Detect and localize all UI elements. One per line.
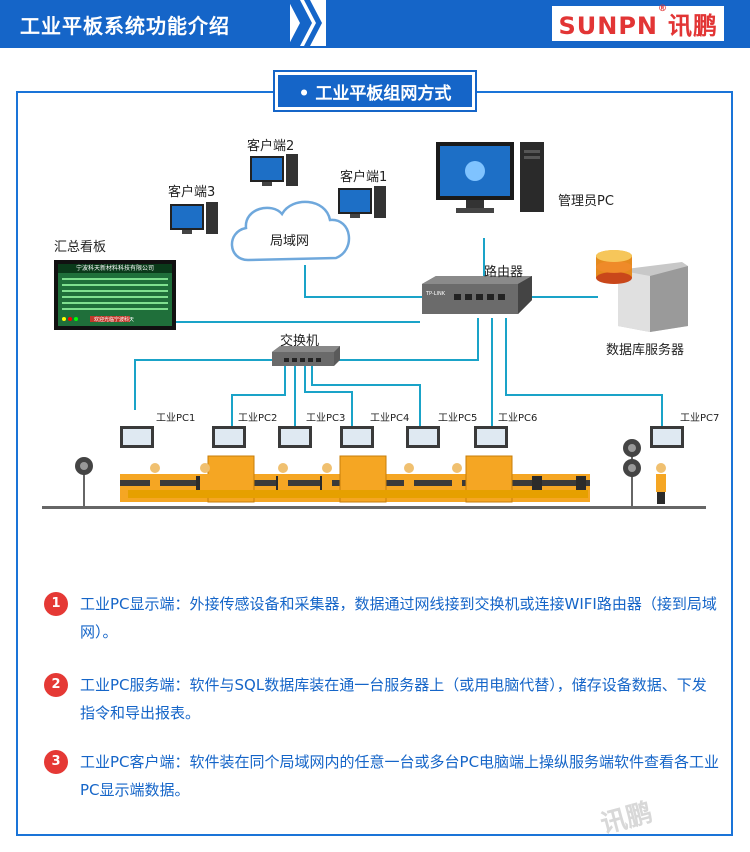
lan-cloud-icon xyxy=(230,200,351,262)
item-number-badge: 2 xyxy=(44,673,68,697)
industrial-pc-icon xyxy=(212,426,246,448)
router-label: 路由器 xyxy=(484,265,524,280)
production-line-icon xyxy=(42,439,706,509)
page-title: 工业平板系统功能介绍 xyxy=(20,14,230,38)
client-1-label: 客户端1 xyxy=(340,170,388,185)
db-server-label: 数据库服务器 xyxy=(606,343,685,358)
kanban-board-icon xyxy=(54,260,176,330)
client-monitor-icon xyxy=(338,186,386,218)
pc-label: 工业PC6 xyxy=(498,413,538,424)
admin-pc-label: 管理员PC xyxy=(558,194,614,209)
header: 工业平板系统功能介绍 SUNPN®讯鹏 xyxy=(0,0,750,48)
switch-label: 交换机 xyxy=(280,334,320,349)
list-item: 1 工业PC显示端：外接传感设备和采集器，数据通过网线接到交换机或连接WIFI路… xyxy=(44,590,724,646)
industrial-pc-icon xyxy=(278,426,312,448)
kanban-footer-text: 欢迎光临宁波科天 xyxy=(94,317,135,323)
client-3-label: 客户端3 xyxy=(168,185,216,200)
item-number-badge: 1 xyxy=(44,592,68,616)
pc-label: 工业PC3 xyxy=(306,413,346,424)
kanban-label: 汇总看板 xyxy=(54,240,107,255)
client-monitor-icon xyxy=(170,202,218,234)
admin-pc-icon xyxy=(436,142,544,213)
kanban-company-text: 宁波科天新材料科技有限公司 xyxy=(76,265,155,272)
worker-icon xyxy=(150,463,666,504)
item-text: 工业PC客户端：软件装在同个局域网内的任意一台或多台PC电脑端上操纵服务端软件查… xyxy=(80,753,720,799)
brand-cn: 讯鹏 xyxy=(668,12,718,40)
router-icon xyxy=(422,276,532,314)
list-item: 2 工业PC服务端：软件与SQL数据库装在通一台服务器上（或用电脑代替），储存设… xyxy=(44,671,724,727)
client-monitor-icon xyxy=(250,154,298,186)
item-number-badge: 3 xyxy=(44,750,68,774)
pc-label: 工业PC1 xyxy=(156,413,196,424)
pc-label: 工业PC4 xyxy=(370,413,410,424)
switch-icon xyxy=(272,346,340,366)
industrial-pc-icon xyxy=(120,426,154,448)
industrial-pc-icon xyxy=(650,426,684,448)
pc-label: 工业PC2 xyxy=(238,413,278,424)
industrial-pc-icon xyxy=(340,426,374,448)
industrial-pc-icon xyxy=(474,426,508,448)
client-2-label: 客户端2 xyxy=(247,139,295,154)
chevron-decoration-icon xyxy=(288,0,322,46)
section-title: • 工业平板组网方式 xyxy=(275,72,475,110)
industrial-pc-icon xyxy=(406,426,440,448)
brand-reg: ® xyxy=(658,4,668,14)
brand-latin: SUNPN xyxy=(558,12,658,40)
brand-logo: SUNPN®讯鹏 xyxy=(552,4,724,41)
title-bar xyxy=(0,0,290,46)
router-brand-text: TP-LINK xyxy=(426,291,446,297)
network-diagram xyxy=(42,142,706,509)
cloud-label: 局域网 xyxy=(270,234,310,249)
pc-label: 工业PC5 xyxy=(438,413,478,424)
network-links xyxy=(134,238,663,426)
database-server-icon xyxy=(596,250,688,332)
list-item: 3 工业PC客户端：软件装在同个局域网内的任意一台或多台PC电脑端上操纵服务端软… xyxy=(44,748,724,804)
header-underline xyxy=(0,46,750,48)
pc-label: 工业PC7 xyxy=(680,413,720,424)
item-text: 工业PC服务端：软件与SQL数据库装在通一台服务器上（或用电脑代替），储存设备数… xyxy=(80,676,707,722)
item-text: 工业PC显示端：外接传感设备和采集器，数据通过网线接到交换机或连接WIFI路由器… xyxy=(80,595,717,641)
